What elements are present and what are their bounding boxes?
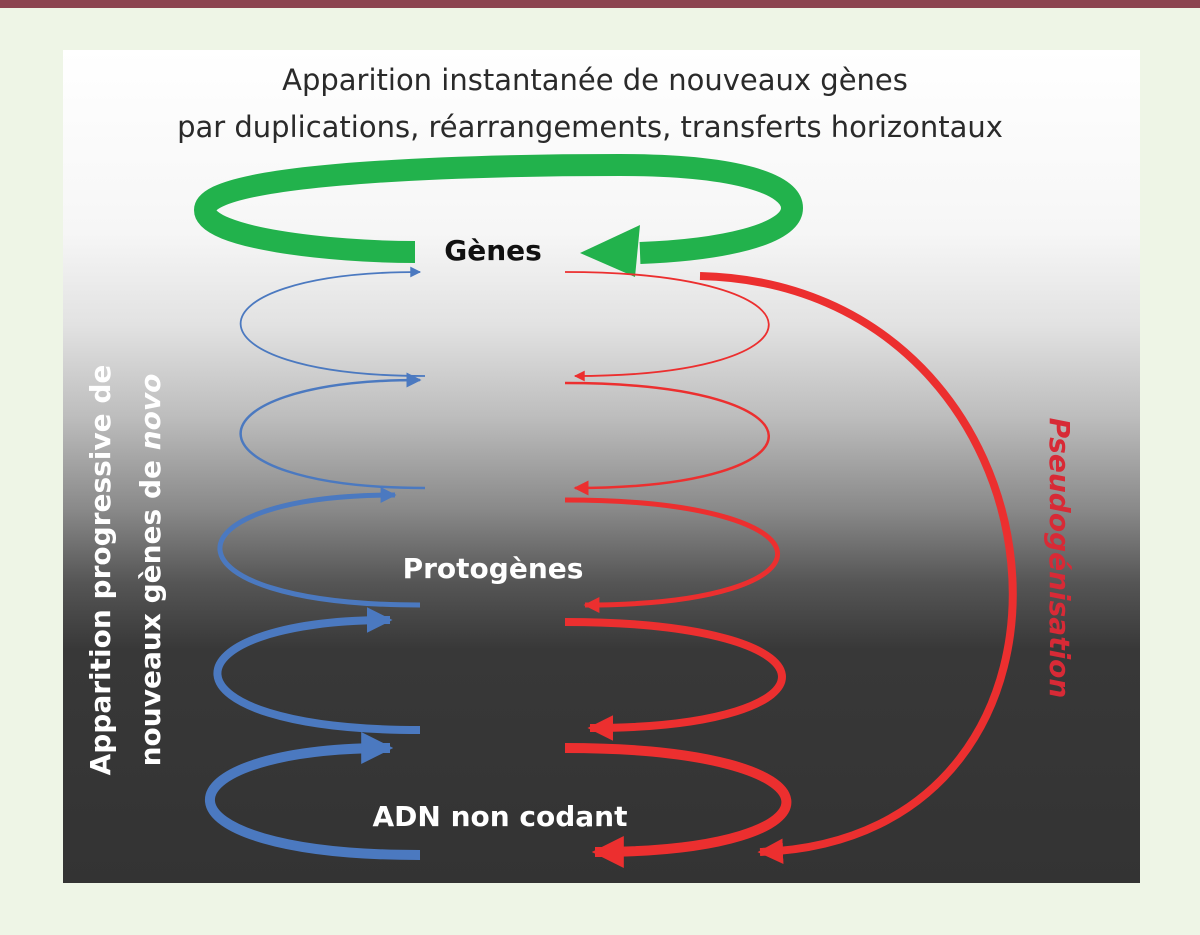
label-protogenes: Protogènes — [403, 552, 584, 585]
left-axis-line-2: nouveaux gènes de novo — [134, 374, 167, 767]
left-axis-line-2-prefix: nouveaux gènes de — [134, 450, 167, 766]
blue-loop-5 — [205, 732, 421, 860]
label-adn-non-codant: ADN non codant — [372, 800, 627, 833]
pseudogenisation-label: Pseudogénisation — [1043, 418, 1076, 699]
blue-loops — [205, 266, 426, 860]
blue-loop-2 — [239, 372, 426, 490]
pseudogenisation-arrow — [699, 272, 1017, 865]
red-loop-3 — [564, 497, 780, 613]
red-loop-5 — [564, 743, 792, 868]
title-line-1: Apparition instantanée de nouveaux gènes — [282, 63, 908, 97]
red-loop-4 — [564, 618, 786, 741]
red-loops — [564, 271, 792, 868]
left-axis-line-2-italic: novo — [134, 374, 167, 451]
left-axis-line-1: Apparition progressive de — [84, 365, 117, 776]
header-bar — [0, 0, 1200, 8]
right-axis-label: Pseudogénisation — [1043, 418, 1076, 699]
red-loop-2 — [564, 381, 770, 496]
green-loop-arrow — [193, 153, 804, 264]
blue-loop-3 — [217, 487, 421, 608]
blue-loop-1 — [239, 266, 426, 377]
left-axis-label: Apparition progressive de nouveaux gènes… — [84, 365, 167, 776]
title-line-2: par duplications, réarrangements, transf… — [177, 110, 1003, 144]
label-genes: Gènes — [444, 234, 542, 267]
blue-loop-4 — [213, 607, 421, 734]
green-arrowhead — [580, 225, 640, 277]
red-loop-1 — [564, 271, 770, 382]
